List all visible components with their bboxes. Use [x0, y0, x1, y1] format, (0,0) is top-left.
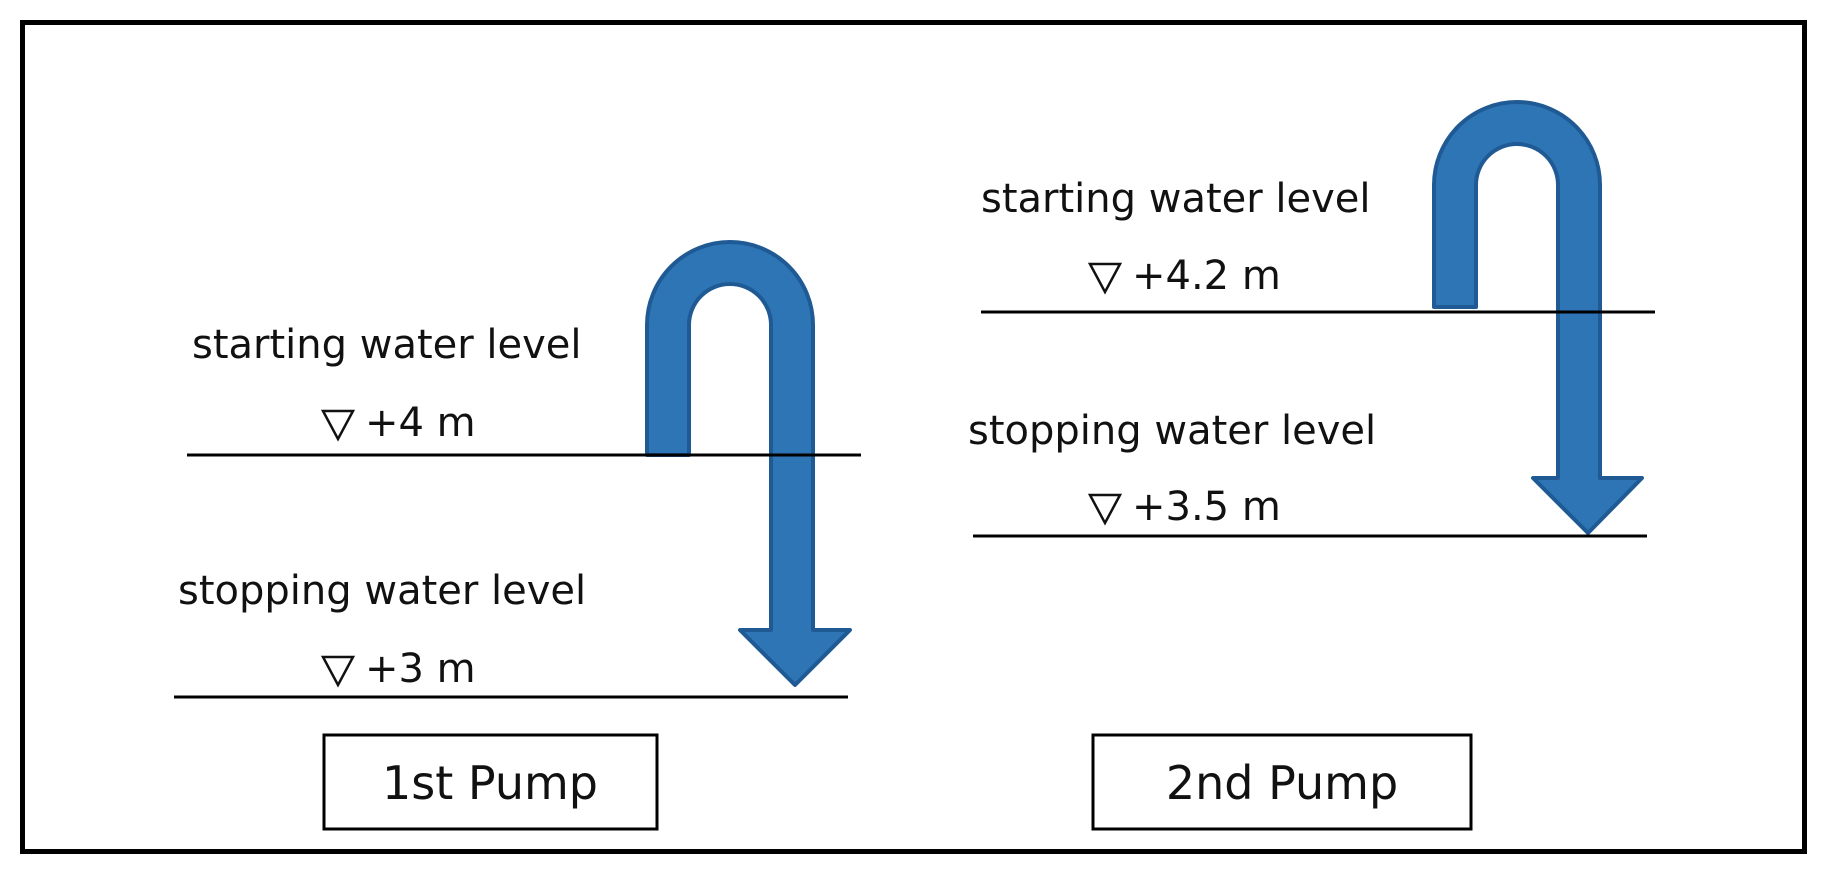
pump-1-name-box: [322, 733, 659, 831]
pump-2-group: starting water level +4.2 m stopping wat…: [968, 100, 1655, 831]
pump-2-start-level-value: +4.2 m: [1132, 253, 1281, 299]
pump-1-name: 1st Pump: [382, 756, 598, 810]
pump-1-stop-label: stopping water level: [178, 568, 586, 614]
pump-2-stop-level-symbol: [1087, 493, 1123, 526]
pump-2-name-box: [1091, 733, 1473, 831]
diagram-frame: [20, 20, 1807, 854]
pump-1-stop-level-value: +3 m: [365, 646, 476, 692]
pump-1-group: starting water level +4 m stopping water…: [174, 240, 861, 831]
pump-2-start-level-symbol: [1087, 262, 1123, 295]
pump-1-stop-level-symbol: [320, 655, 356, 688]
pump-1-cycle-arrow: [645, 240, 852, 687]
pump-2-cycle-arrow: [1432, 100, 1644, 535]
pump-1-start-label: starting water level: [192, 322, 582, 368]
pump-2-stop-label: stopping water level: [968, 408, 1376, 454]
pump-2-name: 2nd Pump: [1166, 756, 1398, 810]
pump-2-stop-level-value: +3.5 m: [1132, 484, 1281, 530]
pump-2-start-label: starting water level: [981, 176, 1371, 222]
pump-1-start-level-symbol: [320, 409, 356, 442]
pump-1-start-level-value: +4 m: [365, 400, 476, 446]
